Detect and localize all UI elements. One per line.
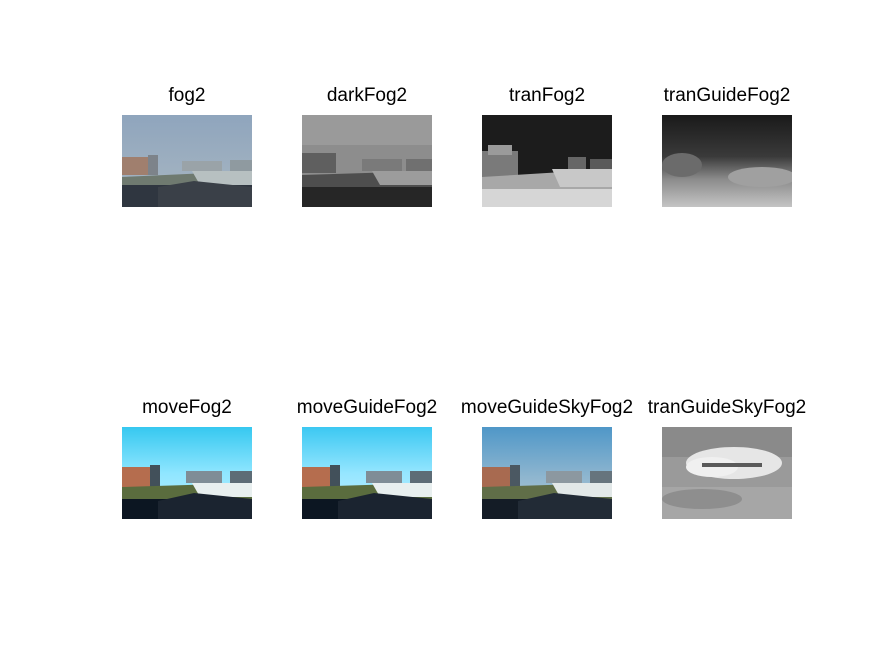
sky-transmission-image (662, 427, 792, 519)
panel-title: moveGuideFog2 (296, 397, 438, 418)
panel-tranfog2: tranFog2 (482, 85, 612, 207)
panel-title: moveGuideSkyFog2 (460, 397, 634, 418)
panel-moveguideskyfog2: moveGuideSkyFog2 (461, 397, 633, 519)
defogged-image (122, 427, 252, 519)
sky-corrected-image (482, 427, 612, 519)
panel-tranguidefog2: tranGuideFog2 (662, 85, 792, 207)
fog-image (122, 115, 252, 207)
transmission-image (482, 115, 612, 207)
panel-movefog2: moveFog2 (122, 397, 252, 519)
panel-title: darkFog2 (326, 85, 408, 106)
panel-tranguideskyfog2: tranGuideSkyFog2 (648, 397, 806, 519)
guided-transmission-image (662, 115, 792, 207)
panel-title: tranFog2 (508, 85, 586, 106)
guided-defogged-image (302, 427, 432, 519)
panel-title: fog2 (168, 85, 206, 106)
panel-darkfog2: darkFog2 (302, 85, 432, 207)
panel-title: tranGuideFog2 (663, 85, 791, 106)
panel-moveguidefog2: moveGuideFog2 (297, 397, 437, 519)
panel-title: tranGuideSkyFog2 (647, 397, 807, 418)
panel-fog2: fog2 (122, 85, 252, 207)
panel-title: moveFog2 (142, 397, 232, 418)
dark-channel-image (302, 115, 432, 207)
